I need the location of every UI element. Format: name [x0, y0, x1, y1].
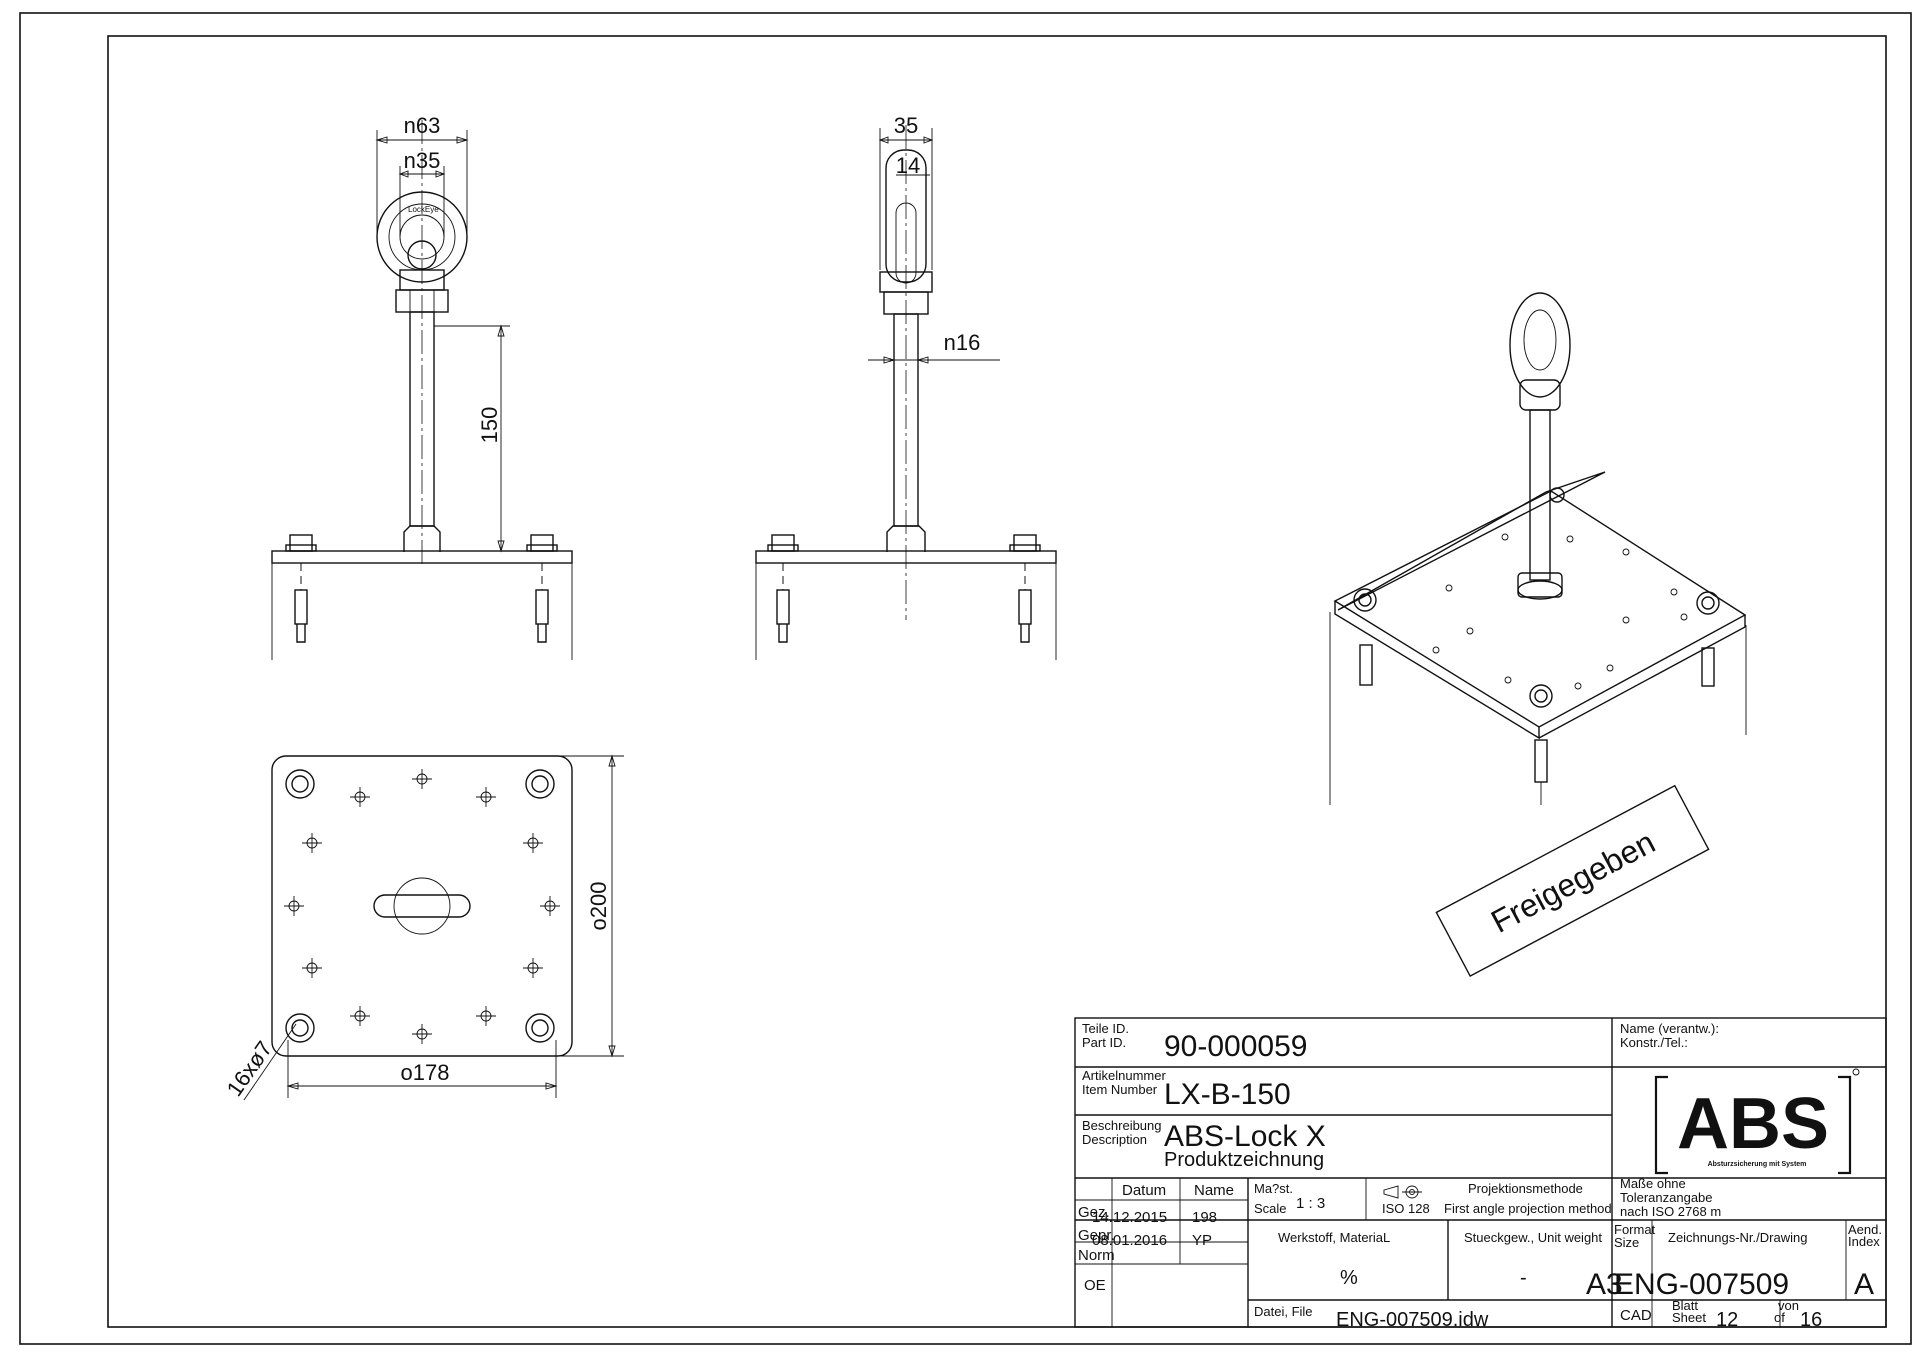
cad-label: CAD — [1620, 1307, 1652, 1324]
sheet-value: 12 — [1716, 1309, 1738, 1331]
sheet-label-de: Blatt — [1672, 1298, 1698, 1313]
tolerance-line-3: nach ISO 2768 m — [1620, 1204, 1721, 1219]
projection-symbol-icon — [1383, 1185, 1422, 1199]
row-norm-label: Norm — [1078, 1247, 1115, 1264]
dim-side-thickness: 14 — [896, 153, 920, 178]
name-label-de: Name (verantw.): — [1620, 1021, 1719, 1036]
iso-label: ISO 128 — [1382, 1201, 1430, 1216]
part-id-label-de: Teile ID. — [1082, 1021, 1129, 1036]
outer-border — [19, 12, 1912, 1345]
description-line-1: ABS-Lock X — [1164, 1120, 1326, 1153]
tolerance-line-2: Toleranzangabe — [1620, 1190, 1713, 1205]
plan-view: o200 o178 16xø7 — [222, 754, 624, 1101]
row-gepr-date: 08.01.2016 — [1092, 1232, 1167, 1249]
projection-label: Projektionsmethode — [1468, 1181, 1583, 1196]
article-label-en: Item Number — [1082, 1082, 1158, 1097]
file-value: ENG-007509.idw — [1336, 1309, 1489, 1331]
tolerance-line-1: Maße ohne — [1620, 1176, 1686, 1191]
description-label-de: Beschreibung — [1082, 1118, 1162, 1133]
logo-tagline: Absturzsicherung mit System — [1708, 1161, 1807, 1168]
drawing-number: ENG-007509 — [1614, 1268, 1789, 1301]
name-label-en: Konstr./Tel.: — [1620, 1035, 1688, 1050]
format-label-en: Size — [1614, 1235, 1639, 1250]
dim-plate-height: o200 — [586, 882, 611, 931]
part-id: 90-000059 — [1164, 1030, 1307, 1063]
side-view: 35 14 n16 — [755, 113, 1057, 660]
article-label-de: Artikelnummer — [1082, 1068, 1166, 1083]
description-line-2: Produktzeichnung — [1164, 1149, 1324, 1171]
index-value: A — [1854, 1268, 1874, 1301]
index-label-en: Index — [1848, 1234, 1880, 1249]
index-label-de: Aend. — [1848, 1222, 1882, 1237]
row-gez-date: 14.12.2015 — [1092, 1209, 1167, 1226]
material-value: % — [1340, 1267, 1358, 1289]
logo-text: ABS — [1677, 1084, 1829, 1164]
dim-eye-inner: n35 — [404, 148, 441, 173]
weight-value: - — [1520, 1267, 1527, 1289]
dim-holes: 16xø7 — [222, 1036, 278, 1100]
dim-plate-width: o178 — [401, 1060, 450, 1085]
format-value: A3 — [1586, 1268, 1623, 1301]
dim-eye-outer: n63 — [404, 113, 441, 138]
of-value: 16 — [1800, 1309, 1822, 1331]
row-gez-name: 198 — [1192, 1209, 1217, 1226]
row-gepr-label: Gepr. — [1078, 1227, 1115, 1244]
front-view: LockEye n63 — [271, 113, 573, 660]
dim-side-rod: n16 — [944, 330, 981, 355]
scale-label-de: Ma?st. — [1254, 1181, 1293, 1196]
material-label: Werkstoff, MateriaL — [1278, 1230, 1390, 1245]
scale-value: 1 : 3 — [1296, 1195, 1325, 1212]
col-name: Name — [1194, 1182, 1234, 1199]
drawing-frame — [107, 35, 1887, 1328]
article-number: LX-B-150 — [1164, 1078, 1291, 1111]
drawing-no-label: Zeichnungs-Nr./Drawing — [1668, 1230, 1807, 1245]
file-label: Datei, File — [1254, 1304, 1313, 1319]
abs-logo: ABS Absturzsicherung mit System — [1654, 1068, 1860, 1175]
weight-label: Stueckgew., Unit weight — [1464, 1230, 1602, 1245]
format-label-de: Format — [1614, 1222, 1656, 1237]
row-gepr-name: YP — [1192, 1232, 1212, 1249]
stamp-text: Freigegeben — [1485, 824, 1661, 940]
of-label-en: of — [1774, 1310, 1785, 1325]
approval-stamp: Freigegeben — [1435, 784, 1710, 977]
dim-height: 150 — [477, 407, 502, 444]
scale-label-en: Scale — [1254, 1201, 1287, 1216]
part-id-label-en: Part ID. — [1082, 1035, 1126, 1050]
isometric-view — [1329, 292, 1747, 805]
projection-value: First angle projection method — [1444, 1201, 1612, 1216]
row-gez-label: Gez. — [1078, 1204, 1110, 1221]
sheet-label-en: Sheet — [1672, 1310, 1706, 1325]
title-block: Teile ID. Part ID. 90-000059 Artikelnumm… — [1074, 1017, 1887, 1331]
svg-text:LockEye: LockEye — [408, 205, 439, 214]
col-date: Datum — [1122, 1182, 1166, 1199]
row-oe-label: OE — [1084, 1277, 1106, 1294]
description-label-en: Description — [1082, 1132, 1147, 1147]
dim-side-width: 35 — [894, 113, 918, 138]
of-label-de: von — [1778, 1298, 1799, 1313]
